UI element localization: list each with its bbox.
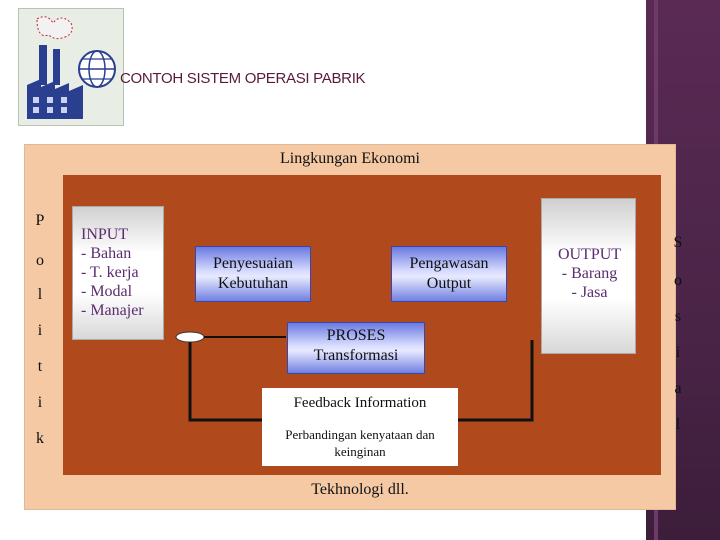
feedback-line-right xyxy=(458,340,534,422)
left-letter: k xyxy=(36,430,44,447)
perbandingan-box: Perbandingan kenyataan dan keinginan xyxy=(262,420,458,466)
proses-line: Transformasi xyxy=(313,347,399,364)
output-box-text: OUTPUT - Barang - Jasa xyxy=(542,245,637,302)
penyesuaian-box: Penyesuaian Kebutuhan xyxy=(195,246,311,302)
penyesuaian-line: Kebutuhan xyxy=(217,275,289,292)
right-letter: i xyxy=(675,344,681,361)
left-letter: P xyxy=(35,212,45,229)
left-letter: t xyxy=(37,358,43,375)
penyesuaian-line: Penyesuaian xyxy=(213,255,293,272)
page-title: CONTOH SISTEM OPERASI PABRIK xyxy=(120,70,366,87)
bottom-environment-label: Tekhnologi dll. xyxy=(311,481,409,498)
pengawasan-box: Pengawasan Output xyxy=(391,246,507,302)
feedback-line-left xyxy=(188,340,262,422)
factory-icon xyxy=(27,16,116,119)
output-line: - Barang xyxy=(561,265,618,282)
output-line: OUTPUT xyxy=(557,246,622,263)
input-box-text: INPUT - Bahan - T. kerja - Modal - Manaj… xyxy=(81,226,144,319)
right-letter: o xyxy=(674,272,682,289)
perbandingan-line: Perbandingan kenyataan dan xyxy=(285,427,435,442)
output-line: - Jasa xyxy=(571,284,608,301)
pengawasan-line: Pengawasan xyxy=(409,255,489,272)
feedback-box: Feedback Information xyxy=(262,388,458,420)
right-letter: l xyxy=(675,416,681,433)
right-letter: S xyxy=(673,234,683,251)
left-letter: i xyxy=(37,322,43,339)
sensor-ellipse xyxy=(175,331,205,343)
output-box: OUTPUT - Barang - Jasa xyxy=(541,198,636,354)
left-letter: o xyxy=(36,252,44,269)
top-environment-label: Lingkungan Ekonomi xyxy=(280,150,420,167)
perbandingan-line: keinginan xyxy=(334,444,386,459)
proses-box: PROSES Transformasi xyxy=(287,322,425,374)
left-letter: l xyxy=(37,286,43,303)
pengawasan-line: Output xyxy=(426,275,472,292)
input-box: INPUT - Bahan - T. kerja - Modal - Manaj… xyxy=(72,206,164,340)
right-letter: a xyxy=(674,380,682,397)
factory-globe-logo xyxy=(18,8,124,126)
right-letter: s xyxy=(674,308,682,325)
proses-line: PROSES xyxy=(326,327,386,344)
left-letter: i xyxy=(37,394,43,411)
